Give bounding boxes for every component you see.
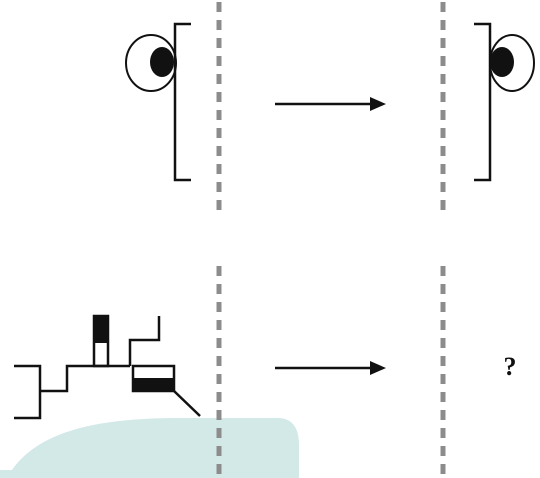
- tall-block-fill: [94, 316, 108, 343]
- eye-bracket-figure-right: [474, 24, 534, 180]
- eye-pupil-reflected: [490, 47, 514, 77]
- row-2: [0, 266, 443, 478]
- row-1: [126, 2, 534, 210]
- eye-bracket-figure-left: [126, 24, 191, 180]
- transform-arrow-top: [275, 97, 386, 111]
- answer-question-mark: ?: [496, 352, 524, 382]
- eye-pupil: [150, 47, 174, 77]
- stepped-outline: [14, 366, 40, 418]
- bracket-reflected: [474, 24, 490, 180]
- transform-arrow-bottom: [275, 361, 386, 375]
- box-fill: [133, 378, 174, 391]
- stepped-top-line: [40, 366, 130, 391]
- bracket: [175, 24, 191, 180]
- diagonal-leg: [174, 391, 200, 416]
- mound-shape: [0, 418, 299, 478]
- hook-line: [130, 316, 159, 366]
